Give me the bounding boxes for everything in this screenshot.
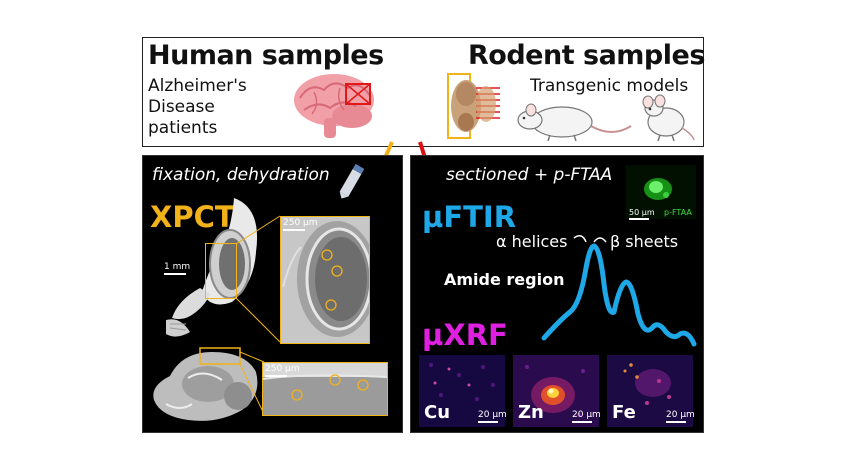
xrf-scale-fe-text: 20 µm <box>666 410 695 420</box>
human-brain-icon <box>294 74 374 138</box>
xpct-zoom-panel-bottom <box>262 362 388 416</box>
rodent-brain-icon <box>447 73 500 139</box>
xrf-label-cu: Cu <box>424 402 451 423</box>
xrf-map-zn-image <box>513 355 599 427</box>
inset-scale-bar <box>629 218 649 220</box>
rat-icon <box>517 103 632 142</box>
xrf-map-fe-image <box>607 355 693 427</box>
xpct-zoom-image-bottom <box>263 363 387 415</box>
xrf-scale-cu-bar <box>478 421 498 423</box>
zoom-connectors <box>236 215 281 343</box>
xrf-map-cu-image <box>419 355 505 427</box>
pftaa-fluorescence-image <box>644 178 672 200</box>
right-caption: sectioned + p-FTAA <box>446 165 613 185</box>
ftir-spectrum-line <box>541 243 697 347</box>
alpha-pointer-icon <box>573 235 587 243</box>
pftaa-inset <box>626 165 696 219</box>
xpct-label: XPCT <box>150 200 235 234</box>
human-line-1: Alzheimer's <box>148 76 247 96</box>
sample-tube-icon <box>339 163 364 199</box>
xrf-scale-fe-bar <box>666 421 686 423</box>
rodent-samples-title: Rodent samples <box>468 40 705 71</box>
left-caption: fixation, dehydration <box>152 165 330 185</box>
scale-250-bottom-bar <box>265 375 287 377</box>
xrf-scale-zn-text: 20 µm <box>572 410 601 420</box>
inset-scale-text: 50 µm <box>629 208 655 217</box>
inset-stain-label: p-FTAA <box>664 208 692 217</box>
xrf-scale-zn-bar <box>572 421 592 423</box>
human-line-2: Disease <box>148 97 215 117</box>
amide-region-label: Amide region <box>444 270 565 289</box>
xpct-brain-section <box>166 198 258 337</box>
xrf-label-zn: Zn <box>518 402 544 423</box>
human-samples-title: Human samples <box>148 40 384 71</box>
beta-pointer-icon <box>593 237 607 243</box>
mouse-brain-section <box>153 347 258 421</box>
scale-1mm-bar <box>164 273 186 275</box>
scale-250-bottom-text: 250 µm <box>265 364 300 374</box>
alpha-helices-label: α helices <box>496 232 568 251</box>
xrf-map-fe <box>607 355 693 427</box>
human-line-3: patients <box>148 118 218 138</box>
mouse-icon <box>642 94 695 142</box>
ftir-label: µFTIR <box>422 200 517 234</box>
scale-250-top-text: 250 µm <box>283 218 318 228</box>
scale-250-top-bar <box>283 229 305 231</box>
beta-sheets-label: β sheets <box>610 232 679 251</box>
rodent-subtitle: Transgenic models <box>530 76 689 96</box>
xpct-zoom-box <box>205 243 237 299</box>
xrf-map-zn <box>513 355 599 427</box>
ftir-spectrum <box>541 235 697 347</box>
xrf-label: µXRF <box>422 318 508 352</box>
scale-1mm-text: 1 mm <box>164 262 191 272</box>
zoom-connectors-bottom <box>239 351 265 415</box>
xpct-zoom-image <box>281 217 369 343</box>
xpct-zoom-panel <box>280 216 370 344</box>
xrf-scale-cu-text: 20 µm <box>478 410 507 420</box>
samples-panel <box>142 37 704 147</box>
xrf-map-cu <box>419 355 505 427</box>
xrf-label-fe: Fe <box>612 402 636 423</box>
